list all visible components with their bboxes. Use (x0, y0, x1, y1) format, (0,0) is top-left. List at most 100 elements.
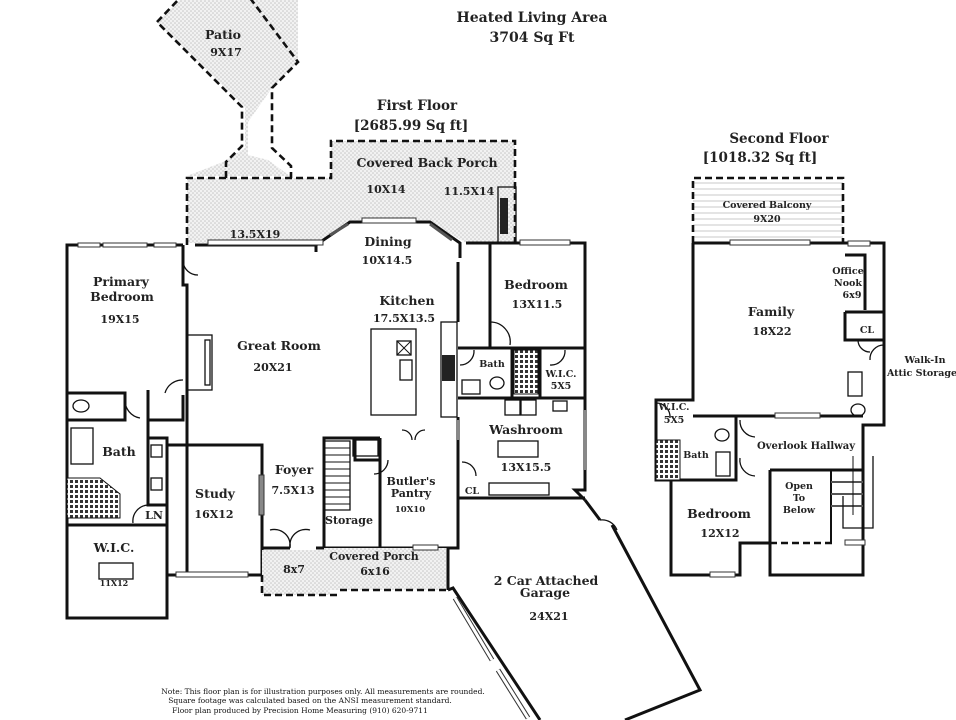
kitchen-label: Kitchen (379, 293, 434, 308)
primary-bedroom-window-2 (102, 242, 148, 248)
patio-outline (156, 0, 300, 178)
stairs-first-floor (325, 440, 351, 511)
covered-balcony-outline (691, 176, 845, 243)
dining-window-right (429, 222, 453, 242)
washroom-label: Washroom (488, 422, 563, 437)
covered-back-porch-outline (185, 139, 517, 245)
covered-porch-outline (260, 575, 448, 597)
butlers-pantry-label-2: Pantry (391, 487, 432, 500)
study-label: Study (195, 486, 236, 501)
attic-door (869, 344, 885, 361)
family-window (774, 412, 821, 419)
primary-bedroom-label-2: Bedroom (90, 289, 154, 304)
range-icon (442, 355, 455, 381)
bedroom-dims-2f: 12X12 (700, 527, 739, 540)
bathtub-icon (70, 427, 94, 465)
wic-label: W.I.C. (545, 369, 577, 380)
kitchen-counter (440, 321, 458, 418)
wic-island (98, 562, 134, 580)
shower-icon (655, 439, 681, 481)
toilet-icon (714, 428, 730, 442)
footer-note-2: Square footage was calculated based on t… (168, 696, 452, 705)
wic-door (655, 402, 671, 419)
patio-dims: 9X17 (210, 46, 242, 59)
study-walls (167, 443, 264, 575)
covered-balcony-area (693, 178, 843, 243)
dryer-icon (520, 399, 537, 416)
second-floor-title: Second Floor (729, 131, 829, 147)
cooktop-icon (396, 340, 412, 356)
stair-window (844, 539, 866, 546)
outdoor-fireplace-firebox (500, 198, 508, 234)
attic-storage-label-2: Attic Storage (886, 368, 956, 379)
porch-window (412, 544, 439, 551)
foyer-dims: 7.5X13 (272, 484, 315, 497)
open-to-below-label-3: Below (783, 505, 816, 516)
shower-icon (513, 349, 539, 395)
bedroom-window (519, 239, 571, 246)
covered-back-porch-dims-b: 11.5X14 (444, 185, 495, 198)
bath-label-2f: Bath (683, 450, 709, 461)
dining-window (361, 217, 417, 224)
back-door-primary (182, 261, 199, 276)
patio-label: Patio (205, 27, 241, 42)
bedroom-door (739, 457, 756, 477)
covered-porch-dims-a: 8x7 (283, 563, 305, 576)
toilet-icon (72, 399, 90, 413)
covered-balcony-dims: 9X20 (753, 214, 781, 225)
first-floor-title: First Floor (377, 98, 458, 114)
fireplace-hearth (204, 339, 211, 386)
primary-bedroom-window-3 (153, 242, 177, 248)
first-floor-area: [2685.99 Sq ft] (354, 118, 468, 134)
kitchen-island (370, 328, 417, 416)
sink-icon (150, 477, 163, 491)
closet-label-2f: CL (860, 325, 875, 336)
primary-bedroom-walls (67, 390, 185, 618)
dining-window-left (329, 222, 349, 237)
heated-area-value: 3704 Sq Ft (489, 30, 575, 46)
bedroom-door (489, 321, 511, 346)
open-to-below-label-1: Open (785, 481, 813, 492)
covered-back-porch-label: Covered Back Porch (356, 155, 497, 170)
island-sink-icon (399, 359, 413, 381)
wic-label-2f: W.I.C. (658, 402, 690, 413)
covered-back-porch-dims-a: 10X14 (366, 183, 405, 196)
great-room-window (207, 239, 324, 246)
covered-porch-area (262, 548, 448, 595)
primary-bedroom-door (164, 379, 184, 394)
shower-icon (66, 477, 121, 519)
primary-wic-dims: 11X12 (100, 578, 128, 588)
office-nook-dims: 6x9 (843, 290, 862, 301)
sink-icon (150, 444, 163, 458)
garage-entry-door (599, 519, 618, 531)
footer-note-3: Floor plan produced by Precision Home Me… (172, 706, 428, 715)
closet-door (857, 339, 871, 353)
linen-label: LN (145, 509, 163, 522)
butlers-pantry-label-1: Butler's (387, 475, 436, 488)
study-window (175, 571, 249, 578)
study-dims: 16X12 (194, 508, 233, 521)
covered-porch-label: Covered Porch (329, 550, 419, 563)
storage-label: Storage (325, 514, 373, 527)
attic-storage-label-1: Walk-In (903, 355, 945, 366)
family-dims: 18X22 (752, 325, 791, 338)
footer-note-1: Note: This floor plan is for illustratio… (161, 687, 485, 696)
garage-dims: 24X21 (529, 610, 568, 623)
covered-back-porch-area (187, 141, 515, 243)
utility-sink-icon (552, 400, 568, 412)
primary-bedroom-label-1: Primary (93, 274, 150, 289)
sink-icon (461, 379, 481, 395)
dining-label: Dining (364, 234, 412, 249)
bath-door (124, 399, 141, 419)
wic-dims-2f: 5X5 (664, 415, 685, 426)
kitchen-dims: 17.5X13.5 (373, 312, 435, 325)
primary-bedroom-window-1 (77, 242, 101, 248)
bedroom-dims: 13X11.5 (512, 298, 563, 311)
garage-walls (447, 499, 703, 720)
sink-icon (715, 451, 731, 477)
covered-porch-dims-b: 6x16 (360, 565, 390, 578)
balcony-door (729, 239, 811, 246)
dining-dims: 10X14.5 (362, 254, 413, 267)
storage-door (373, 459, 389, 475)
